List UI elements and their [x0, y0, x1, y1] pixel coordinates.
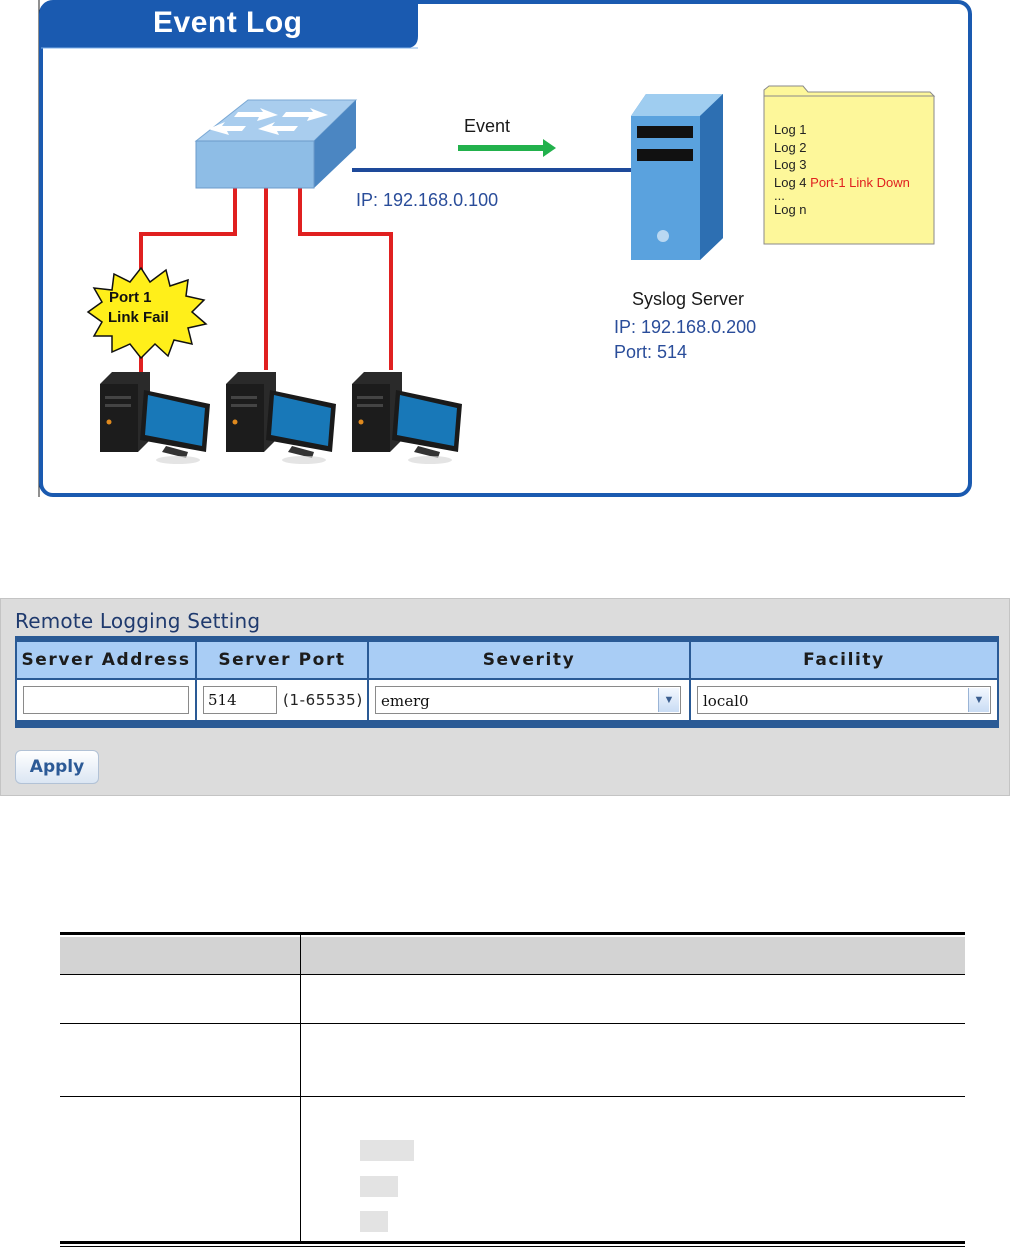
event-label: Event	[464, 116, 511, 136]
column-divider	[300, 935, 301, 1241]
severity-select[interactable]: emerg ▼	[375, 686, 681, 714]
diagram-graphic	[38, 0, 972, 497]
log-line: Log 1	[774, 122, 807, 137]
chevron-down-icon[interactable]: ▼	[658, 688, 679, 712]
table-top-rule	[60, 932, 965, 935]
parameter-description-table	[60, 932, 965, 1247]
table-header-row: Server Address Server Port Severity Faci…	[17, 642, 997, 678]
event-arrow-icon	[458, 139, 556, 157]
log-line: Log n	[774, 202, 807, 217]
remote-logging-table: Server Address Server Port Severity Faci…	[15, 636, 999, 728]
event-log-diagram: Event Log Event IP: 192.168.0.100 Syslog…	[38, 0, 972, 497]
table-bottom-rule	[60, 1241, 965, 1244]
table-row: (1-65535) emerg ▼ local0 ▼	[17, 680, 997, 720]
header-server-port: Server Port	[197, 642, 367, 678]
switch-ip-label: IP: 192.168.0.100	[356, 190, 499, 210]
server-ip-label: IP: 192.168.0.200	[614, 317, 757, 337]
text-highlight	[360, 1211, 388, 1232]
server-port-label: Port: 514	[614, 342, 688, 362]
row-divider	[60, 1023, 965, 1024]
facility-selected-value: local0	[703, 692, 749, 710]
pc-icon-2	[226, 372, 336, 464]
panel-title: Remote Logging Setting	[15, 609, 261, 633]
log-list: Log 1 Log 2 Log 3 Log 4 Port-1 Link Down…	[774, 121, 910, 219]
port-range-hint: (1-65535)	[283, 691, 363, 709]
switch-icon	[194, 99, 358, 189]
table-header-bg	[60, 937, 965, 974]
text-highlight	[360, 1176, 398, 1197]
chevron-down-icon[interactable]: ▼	[968, 688, 989, 712]
text-highlight	[360, 1140, 414, 1161]
log-line-highlight: Port-1 Link Down	[810, 174, 910, 190]
log-line-prefix: Log 4	[774, 174, 811, 190]
cell-severity: emerg ▼	[369, 680, 689, 720]
cell-facility: local0 ▼	[691, 680, 997, 720]
burst-line-1: Port 1	[109, 289, 152, 306]
header-facility: Facility	[691, 642, 997, 678]
cell-server-address	[17, 680, 195, 720]
severity-selected-value: emerg	[381, 692, 430, 710]
link-fail-text: Port 1 Link Fail	[108, 288, 169, 328]
apply-button[interactable]: Apply	[15, 750, 99, 784]
header-severity: Severity	[369, 642, 689, 678]
server-address-input[interactable]	[23, 686, 189, 714]
syslog-server-icon	[631, 94, 723, 260]
link-fail-burst-icon	[86, 266, 208, 360]
server-port-input[interactable]	[203, 686, 277, 714]
log-line: Log 3	[774, 157, 807, 172]
log-folder-icon	[763, 85, 936, 245]
row-divider	[60, 1096, 965, 1097]
diagram-title: Event Log	[153, 6, 303, 39]
log-line: Log 2	[774, 139, 807, 155]
pc-icon-1	[100, 372, 210, 464]
remote-logging-panel: Remote Logging Setting Server Address Se…	[0, 598, 1010, 796]
row-divider	[60, 974, 965, 975]
pc-icon-3	[352, 372, 462, 464]
log-line: Log 4 Port-1 Link Down	[774, 174, 910, 192]
facility-select[interactable]: local0 ▼	[697, 686, 991, 714]
server-name-label: Syslog Server	[632, 289, 745, 309]
log-line: ...	[774, 188, 785, 203]
burst-line-2: Link Fail	[108, 309, 169, 326]
cell-server-port: (1-65535)	[197, 680, 367, 720]
header-server-address: Server Address	[17, 642, 195, 678]
